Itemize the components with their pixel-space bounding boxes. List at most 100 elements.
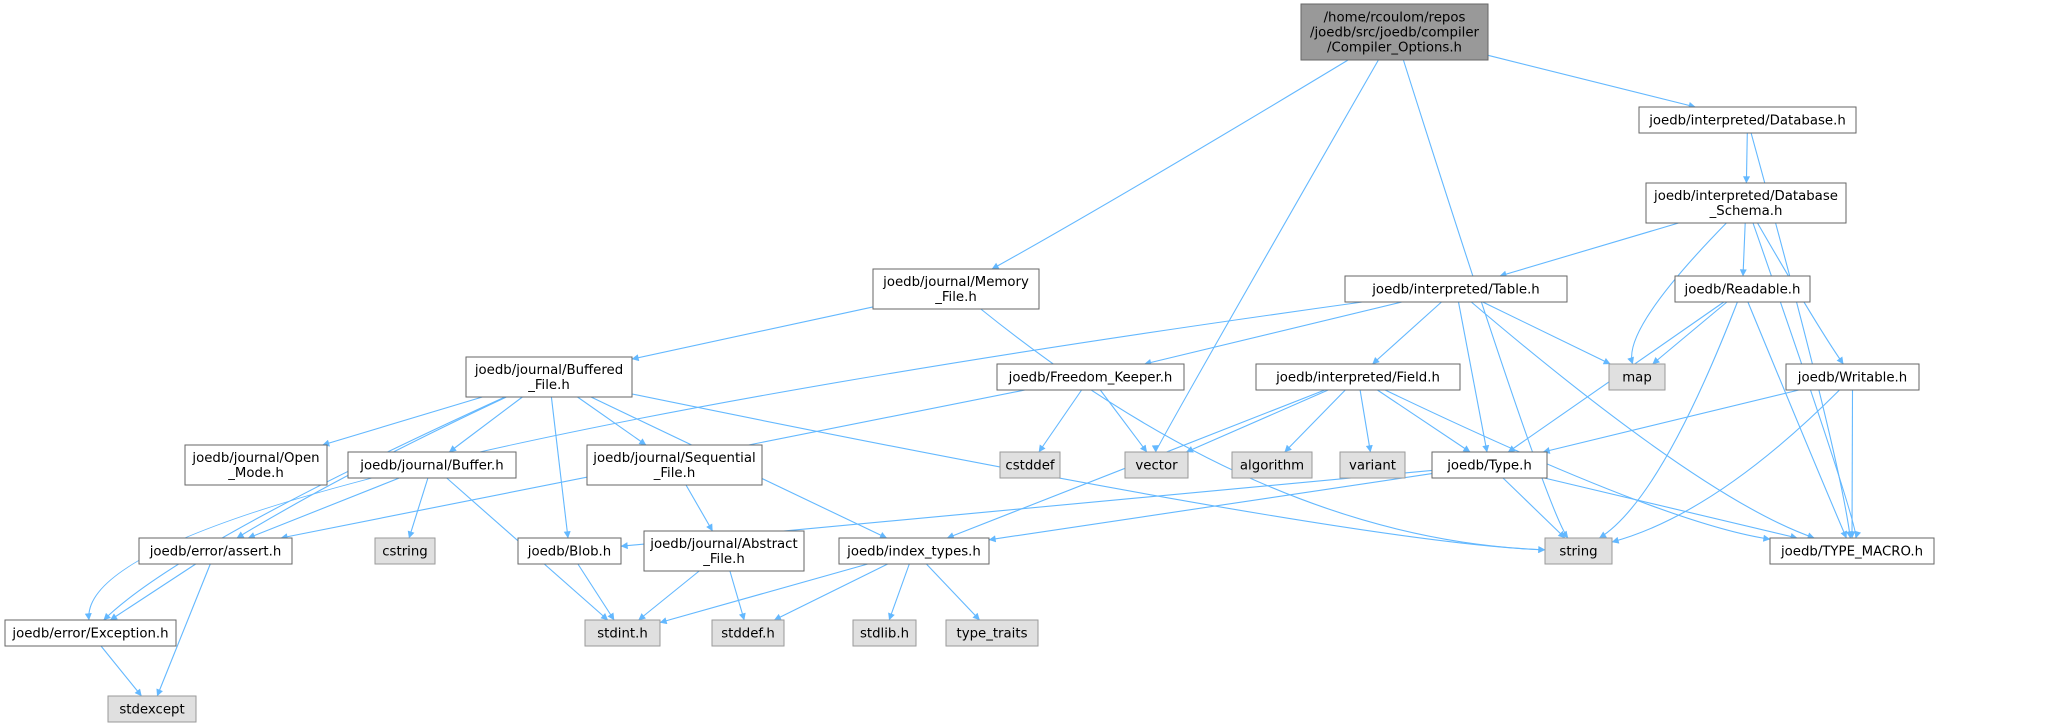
node-label: algorithm — [1240, 459, 1304, 474]
edge-database_schema-to-table — [1499, 222, 1679, 278]
node-box — [1608, 363, 1666, 391]
node-freedom-keeper[interactable]: joedb/Freedom_Keeper.h — [996, 363, 1185, 391]
node-box — [872, 268, 1040, 310]
node-label: joedb/TYPE_MACRO.h — [1780, 545, 1923, 560]
node-box — [1769, 537, 1935, 565]
edges — [84, 54, 1861, 697]
edge-buffered_file-to-blob — [550, 396, 571, 539]
edge-table-to-type_h — [1457, 301, 1490, 453]
node-stdint: stdint.h — [584, 619, 661, 647]
node-field[interactable]: joedb/interpreted/Field.h — [1255, 363, 1461, 391]
edge-table-to-type_macro — [1470, 301, 1815, 540]
node-readable[interactable]: joedb/Readable.h — [1674, 275, 1811, 303]
edge-buffered_file-to-string — [631, 393, 1546, 554]
node-label: joedb/interpreted/Table.h — [1371, 283, 1540, 298]
node-writable[interactable]: joedb/Writable.h — [1785, 363, 1920, 391]
edge-root-to-memory_file — [991, 59, 1349, 270]
edge-type_h-to-index_types — [988, 473, 1433, 543]
node-memory-file[interactable]: joedb/journal/Memory_File.h — [872, 268, 1040, 310]
node-label: cstddef — [1005, 459, 1055, 474]
node-box — [1645, 182, 1847, 224]
edge-freedom_keeper-to-vector — [1099, 389, 1148, 453]
edge-sequential_file-to-abstract_file — [685, 484, 713, 532]
edge-readable-to-map — [1652, 301, 1728, 365]
node-open-mode[interactable]: joedb/journal/Open_Mode.h — [184, 444, 328, 486]
edge-exception-to-stdexcept — [100, 645, 142, 697]
node-map: map — [1608, 363, 1666, 391]
node-stdlib: stdlib.h — [852, 619, 917, 647]
edge-writable-to-string — [1611, 389, 1840, 544]
node-label: _File.h — [934, 290, 977, 305]
node-box — [1255, 363, 1461, 391]
node-label: joedb/journal/Memory — [882, 275, 1029, 290]
node-type-h[interactable]: joedb/Type.h — [1431, 451, 1548, 479]
node-label: _File.h — [653, 466, 696, 481]
node-label: type_traits — [956, 627, 1027, 642]
node-label: string — [1559, 545, 1597, 560]
node-box — [465, 356, 633, 398]
node-box — [1431, 451, 1548, 479]
edge-field-to-type_macro — [1384, 389, 1771, 542]
node-sequential-file[interactable]: joedb/journal/Sequential_File.h — [586, 444, 763, 486]
node-index-types[interactable]: joedb/index_types.h — [838, 537, 990, 565]
edge-table-to-map — [1482, 301, 1611, 365]
node-label: joedb/error/Exception.h — [11, 627, 168, 642]
node-box — [999, 451, 1061, 479]
node-database[interactable]: joedb/interpreted/Database.h — [1638, 106, 1857, 134]
node-label: variant — [1349, 459, 1396, 474]
node-label: joedb/interpreted/Database — [1653, 189, 1838, 204]
node-label: _Mode.h — [227, 466, 284, 481]
node-cstring: cstring — [374, 537, 436, 565]
node-box — [1339, 451, 1406, 479]
node-string: string — [1544, 537, 1613, 565]
node-label: joedb/index_types.h — [846, 545, 981, 560]
node-box — [586, 444, 763, 486]
node-assert-h[interactable]: joedb/error/assert.h — [138, 537, 293, 565]
node-label: joedb/journal/Open — [191, 451, 319, 466]
node-box — [347, 451, 517, 479]
node-label: stdlib.h — [860, 627, 909, 642]
node-box — [1300, 3, 1489, 61]
node-label: joedb/journal/Sequential — [592, 451, 755, 466]
node-label: vector — [1135, 459, 1178, 474]
node-database-schema[interactable]: joedb/interpreted/Database_Schema.h — [1645, 182, 1847, 224]
edge-index_types-to-stdlib — [888, 563, 910, 621]
node-label: map — [1622, 371, 1652, 386]
node-type-traits: type_traits — [945, 619, 1039, 647]
node-exception[interactable]: joedb/error/Exception.h — [4, 619, 177, 647]
node-buffer[interactable]: joedb/journal/Buffer.h — [347, 451, 517, 479]
node-buffered-file[interactable]: joedb/journal/Buffered_File.h — [465, 356, 633, 398]
node-box — [1231, 451, 1313, 479]
edge-buffered_file-to-sequential_file — [577, 396, 647, 446]
node-box — [643, 530, 805, 572]
node-label: /joedb/src/joedb/compiler — [1310, 26, 1480, 41]
node-box — [1674, 275, 1811, 303]
node-label: joedb/journal/Buffered — [474, 363, 623, 378]
node-abstract-file[interactable]: joedb/journal/Abstract_File.h — [643, 530, 805, 572]
node-type-macro[interactable]: joedb/TYPE_MACRO.h — [1769, 537, 1935, 565]
node-variant: variant — [1339, 451, 1406, 479]
edge-abstract_file-to-stddef — [729, 570, 746, 621]
node-table[interactable]: joedb/interpreted/Table.h — [1344, 275, 1568, 303]
node-algorithm: algorithm — [1231, 451, 1313, 479]
edge-root-to-string — [1402, 59, 1569, 539]
edge-database_schema-to-readable — [1739, 222, 1747, 277]
edge-index_types-to-stdint — [659, 563, 868, 625]
node-box — [107, 695, 197, 723]
node-box — [1544, 537, 1613, 565]
edge-abstract_file-to-stdint — [638, 570, 700, 621]
node-box — [138, 537, 293, 565]
edge-root-to-database — [1487, 54, 1696, 109]
node-box — [517, 537, 622, 565]
node-label: stdint.h — [597, 627, 648, 642]
node-label: joedb/Readable.h — [1684, 283, 1801, 298]
node-stdexcept: stdexcept — [107, 695, 197, 723]
node-blob[interactable]: joedb/Blob.h — [517, 537, 622, 565]
edge-buffered_file-to-open_mode — [322, 396, 483, 447]
node-label: joedb/Blob.h — [527, 545, 611, 560]
edge-buffer-to-cstring — [407, 477, 429, 539]
node-box — [374, 537, 436, 565]
edge-assert_h-to-exception — [109, 563, 197, 621]
edge-readable-to-type_macro — [1747, 301, 1848, 539]
